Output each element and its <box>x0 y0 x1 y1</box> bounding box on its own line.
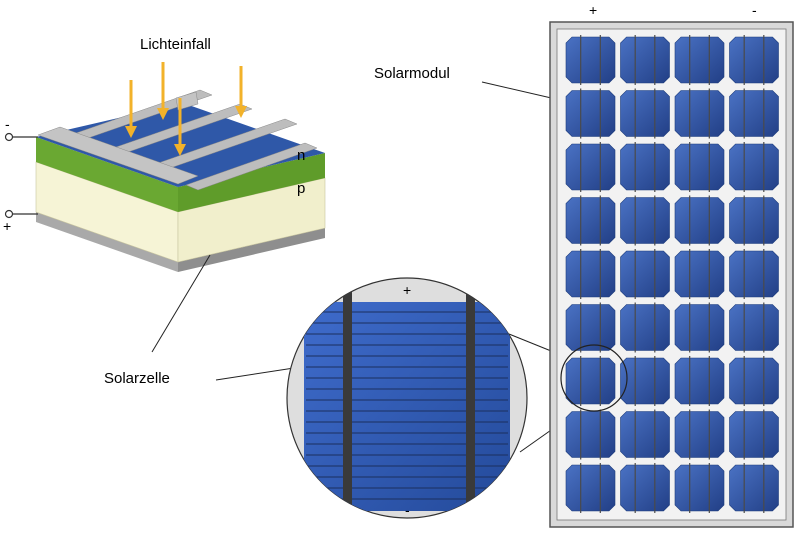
light-incidence-label: Lichteinfall <box>140 36 211 53</box>
n-layer-front <box>36 137 178 212</box>
module-cell <box>565 250 616 298</box>
module-cell <box>565 464 616 512</box>
module-cell <box>620 464 670 512</box>
module-cell <box>565 90 616 137</box>
p-layer-label: p <box>297 180 306 197</box>
module-cell <box>674 90 725 137</box>
light-arrow-4-head <box>235 106 247 118</box>
module-cell <box>620 36 670 84</box>
cell-plus-label: + <box>3 218 12 234</box>
light-arrow-1-head <box>125 126 137 138</box>
busbar-left <box>343 286 352 510</box>
module-cell <box>729 90 779 137</box>
module-cell <box>674 36 725 84</box>
module-cell <box>565 357 616 405</box>
solarzelle-leader-1 <box>151 254 211 353</box>
module-cell <box>674 411 725 458</box>
module-cell <box>620 304 670 351</box>
module-cell <box>674 143 725 191</box>
module-cell <box>674 304 725 351</box>
module-plus-label: + <box>589 2 598 18</box>
module-cell <box>729 411 779 458</box>
zoom-minus-label: - <box>405 502 410 518</box>
bottom-contact-right <box>178 228 325 272</box>
busbar-right <box>466 286 475 510</box>
module-cell <box>674 250 725 298</box>
module-cell <box>565 411 616 458</box>
module-cell <box>674 357 725 405</box>
module-cell <box>729 357 779 405</box>
module-cell <box>729 304 779 351</box>
module-cell <box>620 411 670 458</box>
zoom-detail <box>286 277 628 519</box>
module-cell <box>620 143 670 191</box>
bottom-contact <box>36 212 178 272</box>
module-cell <box>565 304 616 351</box>
module-cell-grid <box>565 35 779 513</box>
module-cell <box>729 250 779 298</box>
plus-terminal <box>4 209 14 219</box>
n-layer-side <box>178 153 325 212</box>
module-cell <box>729 464 779 512</box>
light-arrows <box>125 62 247 156</box>
module-cell <box>674 464 725 512</box>
cell-minus-label: - <box>5 116 10 132</box>
module-cell <box>620 90 670 137</box>
minus-terminal <box>4 132 14 142</box>
module-cell <box>729 36 779 84</box>
contact-finger-4 <box>185 142 318 191</box>
solar-cell-label: Solarzelle <box>104 370 170 387</box>
n-layer-label: n <box>297 147 306 164</box>
contact-busbar <box>37 126 199 185</box>
module-cell <box>565 197 616 244</box>
solar-cell-cross-section <box>4 62 326 272</box>
zoomed-cell <box>304 302 510 511</box>
module-cell <box>620 250 670 298</box>
module-cell <box>565 143 616 191</box>
solarmodul-leader <box>481 81 561 101</box>
module-cell <box>729 197 779 244</box>
module-minus-label: - <box>752 2 757 18</box>
module-cell <box>674 197 725 244</box>
module-zoom-marker <box>560 344 628 412</box>
solar-module <box>549 21 794 528</box>
light-arrow-2-head <box>157 108 169 120</box>
module-cell <box>620 197 670 244</box>
module-cell <box>620 357 670 405</box>
light-arrow-3-head <box>174 144 186 156</box>
module-cell <box>565 36 616 84</box>
zoom-plus-label: + <box>403 282 412 298</box>
solar-module-label: Solarmodul <box>374 65 450 82</box>
module-cell <box>729 143 779 191</box>
